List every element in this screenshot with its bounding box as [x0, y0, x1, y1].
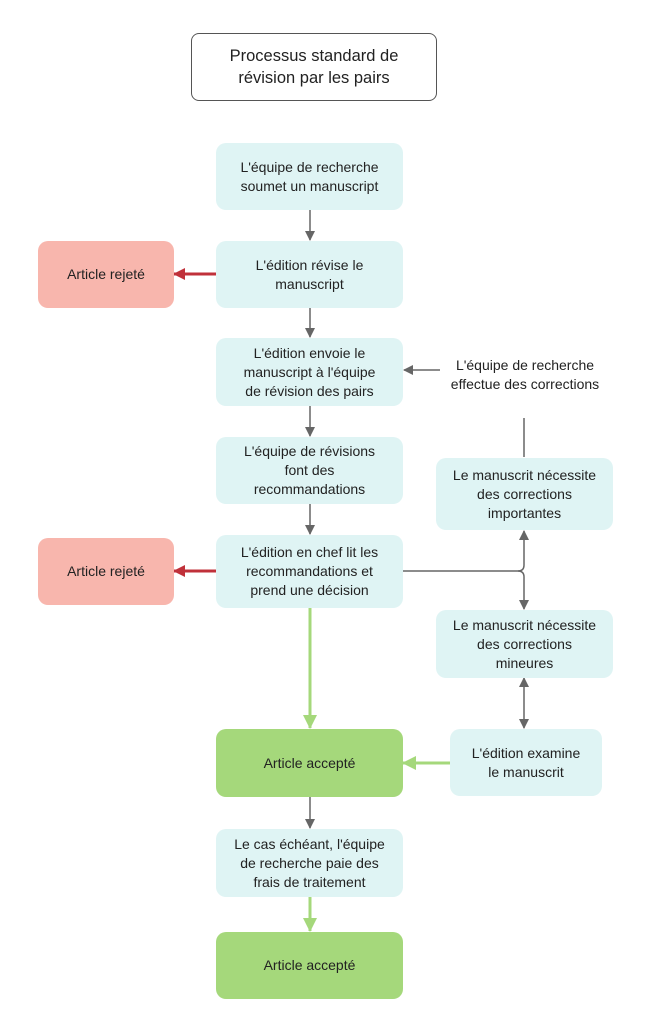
node-edit-review: L'édition révise le manuscript	[216, 241, 403, 308]
line-decision-to-minor	[517, 570, 529, 610]
node-submit: L'équipe de recherche soumet un manuscri…	[216, 143, 403, 210]
node-decision: L'édition en chef lit les recommandation…	[216, 535, 403, 608]
node-send-peers: L'édition envoie le manuscript à l'équip…	[216, 338, 403, 406]
node-examine: L'édition examine le manuscrit	[450, 729, 602, 796]
node-major-corrections: Le manuscrit nécessite des corrections i…	[436, 458, 613, 530]
label-corrections: L'équipe de recherche effectue des corre…	[450, 357, 600, 392]
node-rejected-1: Article rejeté	[38, 241, 174, 308]
diagram-title: Processus standard de révision par les p…	[191, 33, 437, 101]
node-minor-corrections: Le manuscrit nécessite des corrections m…	[436, 610, 613, 678]
line-decision-branch	[403, 530, 529, 572]
node-accepted-1: Article accepté	[216, 729, 403, 797]
node-accepted-2: Article accepté	[216, 932, 403, 999]
node-rejected-2: Article rejeté	[38, 538, 174, 605]
node-recommend: L'équipe de révisions font des recommand…	[216, 437, 403, 504]
node-fees: Le cas échéant, l'équipe de recherche pa…	[216, 829, 403, 897]
